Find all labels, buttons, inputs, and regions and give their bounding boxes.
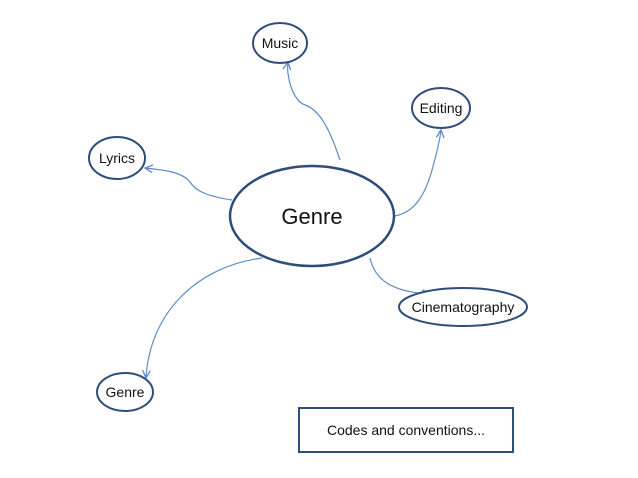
- connector-lyrics: [145, 168, 233, 201]
- node-genre-shape: [96, 372, 154, 412]
- node-lyrics-shape: [88, 136, 146, 180]
- node-editing-label: Editing: [420, 100, 463, 116]
- codes-conventions-box[interactable]: Codes and conventions...: [298, 407, 514, 453]
- node-lyrics[interactable]: Lyrics: [88, 136, 146, 180]
- node-cinematography-shape: [398, 287, 528, 327]
- center-node[interactable]: Genre: [228, 164, 396, 268]
- node-music-label: Music: [262, 35, 299, 51]
- node-genre-label: Genre: [106, 384, 145, 400]
- node-genre[interactable]: Genre: [96, 372, 154, 412]
- node-cinematography[interactable]: Cinematography: [398, 287, 528, 327]
- node-cinematography-label: Cinematography: [412, 299, 515, 315]
- connector-editing: [394, 130, 441, 217]
- center-node-shape: [228, 164, 396, 268]
- center-node-label: Genre: [281, 204, 342, 229]
- node-music[interactable]: Music: [252, 22, 308, 64]
- connector-cinematography: [369, 257, 430, 294]
- node-music-shape: [252, 22, 308, 64]
- node-editing-shape: [411, 87, 471, 129]
- connector-genre: [146, 257, 263, 378]
- codes-conventions-box-shape: [298, 407, 514, 453]
- connector-music: [288, 62, 341, 161]
- codes-conventions-label: Codes and conventions...: [327, 422, 485, 438]
- node-editing[interactable]: Editing: [411, 87, 471, 129]
- node-lyrics-label: Lyrics: [99, 150, 135, 166]
